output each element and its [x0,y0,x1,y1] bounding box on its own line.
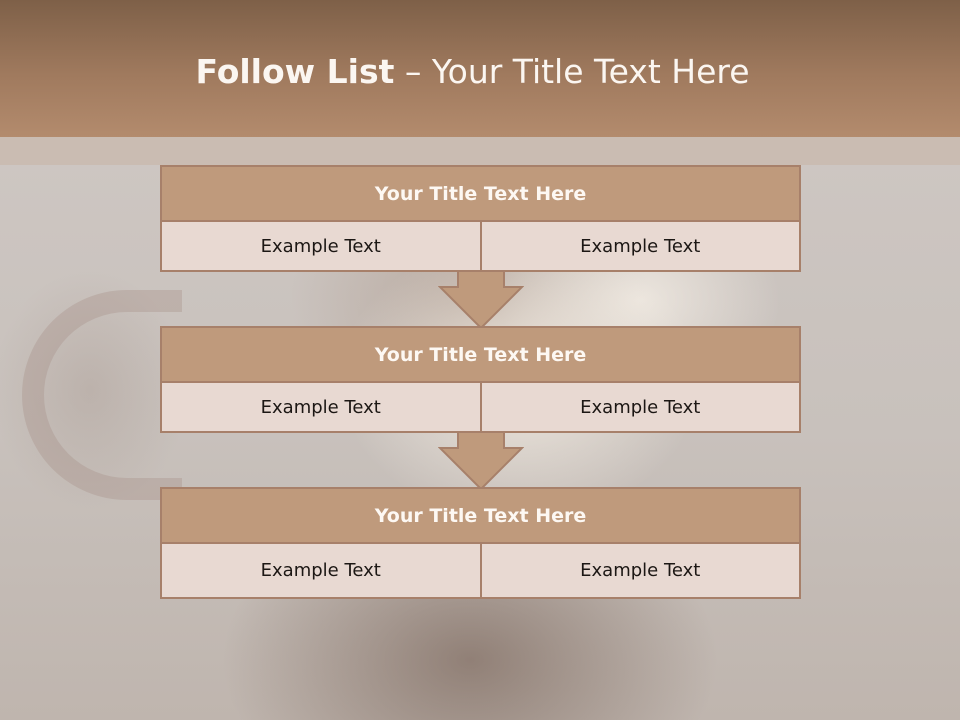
slide-title-bold: Follow List [195,52,395,91]
step-row-2: Example Text Example Text [160,383,801,433]
step-title-2: Your Title Text Here [160,326,801,383]
down-arrow-icon [438,432,524,490]
step-box-3: Your Title Text Here Example Text Exampl… [160,487,801,599]
step-row-1: Example Text Example Text [160,222,801,272]
step-1-left-cell: Example Text [160,222,482,272]
step-2-left-cell: Example Text [160,383,482,433]
down-arrow-icon [438,271,524,329]
step-3-left-cell: Example Text [160,544,482,599]
step-row-3: Example Text Example Text [160,544,801,599]
step-2-right-cell: Example Text [481,383,801,433]
step-1-right-cell: Example Text [481,222,801,272]
header-band [0,0,960,137]
step-title-1: Your Title Text Here [160,165,801,222]
step-3-right-cell: Example Text [481,544,801,599]
step-title-3: Your Title Text Here [160,487,801,544]
step-box-1: Your Title Text Here Example Text Exampl… [160,165,801,272]
header-strip [0,137,960,165]
slide-title-rest: – Your Title Text Here [394,52,750,91]
slide-title: Follow List – Your Title Text Here [0,52,945,91]
step-box-2: Your Title Text Here Example Text Exampl… [160,326,801,433]
